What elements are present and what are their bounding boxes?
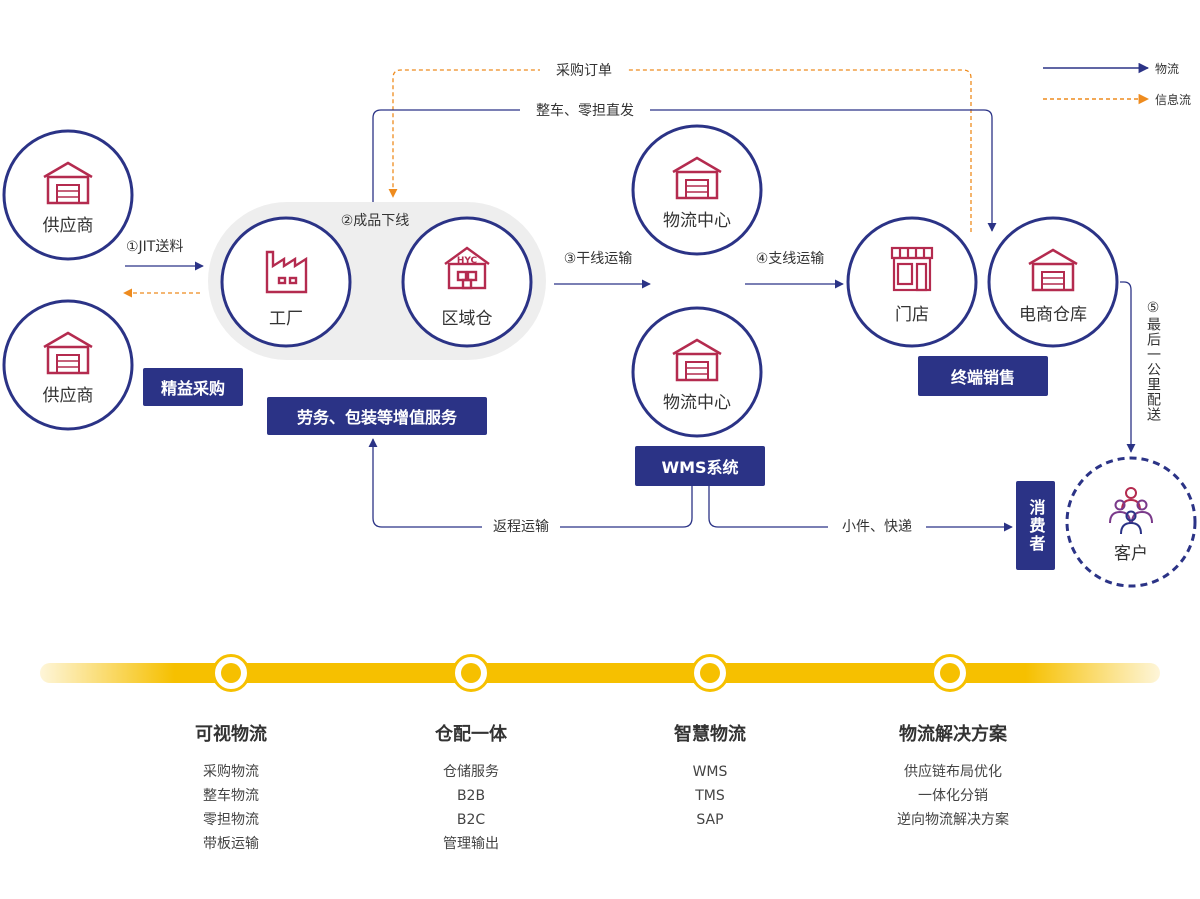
- column-title: 可视物流: [195, 724, 267, 745]
- branch-label: ④支线运输: [756, 251, 825, 267]
- value-added-services-badge: 劳务、包装等增值服务: [267, 397, 487, 435]
- logistics-center-node-1: 物流中心: [631, 124, 763, 256]
- return-label: 返程运输: [493, 519, 549, 535]
- direct-shipping-label: 整车、零担直发: [536, 102, 634, 119]
- column-title: 物流解决方案: [899, 724, 1007, 745]
- logistics-center-node-2: 物流中心: [631, 306, 763, 438]
- svg-text:供应商: 供应商: [43, 386, 94, 406]
- last-mile-label: ⑤最后一公里配送: [1145, 300, 1161, 422]
- retail-badge: 终端销售: [918, 356, 1048, 396]
- column-item: 管理输出: [443, 836, 499, 852]
- wms-system-badge: WMS系统: [635, 446, 765, 486]
- timeline-bar: [40, 663, 1160, 683]
- jit-label: ①JIT送料: [126, 239, 183, 255]
- timeline-milestone: [452, 654, 490, 692]
- store-icon: [890, 246, 934, 292]
- svg-text:供应商: 供应商: [43, 216, 94, 236]
- legend-info-flow-label: 信息流: [1155, 93, 1192, 107]
- supplier-node-2: 供应商: [2, 299, 134, 431]
- service-column-warehouse-distribution: 仓配一体 仓储服务 B2B B2C 管理输出: [361, 720, 581, 856]
- svg-text:工厂: 工厂: [269, 309, 303, 329]
- factory-node: 工厂: [220, 216, 352, 348]
- regional-warehouse-node: HYC 区域仓: [401, 216, 533, 348]
- column-item: 带板运输: [203, 836, 259, 852]
- supplier-node-1: 供应商: [2, 129, 134, 261]
- column-item: SAP: [696, 812, 724, 828]
- svg-text:门店: 门店: [895, 305, 929, 325]
- column-item: 整车物流: [203, 788, 259, 804]
- ecommerce-warehouse-node: 电商仓库: [987, 216, 1119, 348]
- svg-text:电商仓库: 电商仓库: [1019, 305, 1087, 325]
- customer-node: 客户: [1065, 456, 1197, 588]
- trunk-label: ③干线运输: [564, 251, 633, 267]
- supply-chain-diagram: 采购订单 整车、零担直发 ①JIT送料 ②成品下线 ③干线运输 ④支线运输 返程…: [2, 62, 1197, 588]
- column-item: 仓储服务: [443, 764, 499, 780]
- regional-warehouse-icon: [444, 246, 490, 290]
- small-parcel-label: 小件、快递: [842, 519, 912, 535]
- column-item: 一体化分销: [918, 788, 988, 804]
- svg-text:客户: 客户: [1114, 544, 1148, 564]
- column-item: B2B: [456, 788, 486, 804]
- warehouse-sign: HYC: [457, 256, 478, 266]
- column-item: TMS: [695, 788, 725, 804]
- column-item: 供应链布局优化: [904, 764, 1002, 780]
- timeline-milestone: [691, 654, 729, 692]
- service-column-visible-logistics: 可视物流 采购物流 整车物流 零担物流 带板运输: [121, 720, 341, 856]
- small-parcel-flow: [708, 486, 1013, 532]
- store-node: 门店: [846, 216, 978, 348]
- last-mile-flow: [1120, 281, 1136, 453]
- column-item: 采购物流: [203, 764, 259, 780]
- purchase-order-flow: [388, 69, 972, 232]
- svg-text:物流中心: 物流中心: [663, 393, 731, 413]
- svg-text:区域仓: 区域仓: [442, 309, 493, 329]
- purchase-order-label: 采购订单: [556, 63, 612, 79]
- consumer-badge: 消费者: [1016, 481, 1055, 570]
- column-item: WMS: [692, 764, 728, 780]
- column-item: 零担物流: [203, 812, 259, 828]
- timeline-milestone: [931, 654, 969, 692]
- timeline-milestone: [212, 654, 250, 692]
- service-column-logistics-solutions: 物流解决方案 供应链布局优化 一体化分销 逆向物流解决方案: [843, 720, 1063, 832]
- finished-goods-label: ②成品下线: [341, 213, 410, 229]
- column-item: B2C: [456, 812, 486, 828]
- customer-group-icon: [1109, 487, 1153, 535]
- factory-icon: [265, 250, 308, 294]
- column-title: 仓配一体: [435, 724, 507, 745]
- service-column-smart-logistics: 智慧物流 WMS TMS SAP: [600, 720, 820, 832]
- column-title: 智慧物流: [674, 724, 746, 745]
- svg-text:物流中心: 物流中心: [663, 211, 731, 231]
- direct-shipping-flow: [372, 109, 997, 232]
- column-item: 逆向物流解决方案: [897, 812, 1009, 828]
- legend-physical-flow-label: 物流: [1155, 62, 1180, 76]
- lean-purchasing-badge: 精益采购: [143, 368, 243, 406]
